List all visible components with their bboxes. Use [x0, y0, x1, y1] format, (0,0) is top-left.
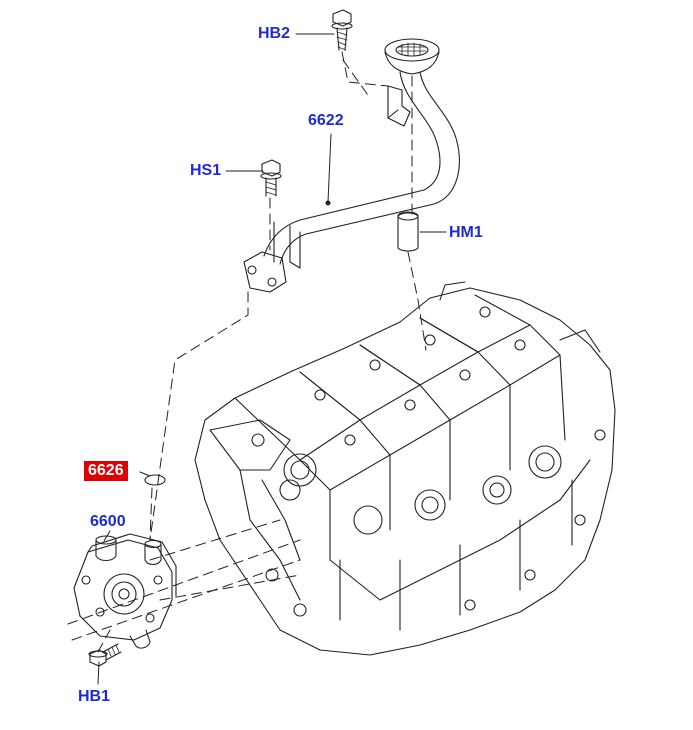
bolt-hb1 [88, 643, 122, 667]
engine-block [194, 281, 616, 656]
oil-pump-6600 [73, 533, 177, 649]
callout-6622: 6622 [308, 112, 344, 129]
stud-hs1 [260, 159, 282, 197]
callout-6600: 6600 [90, 513, 126, 530]
o-ring-6626 [144, 474, 166, 486]
callout-hb2: HB2 [258, 25, 291, 42]
callout-6626-highlighted: 6626 [84, 461, 128, 481]
callout-hb1: HB1 [78, 688, 111, 705]
oil-pickup-tube [243, 38, 460, 293]
callout-hs1: HS1 [190, 162, 222, 179]
callout-leaders [97, 33, 447, 685]
callout-hm1: HM1 [449, 224, 483, 241]
bolt-hb2 [331, 9, 353, 51]
assembly-lines [67, 51, 427, 653]
